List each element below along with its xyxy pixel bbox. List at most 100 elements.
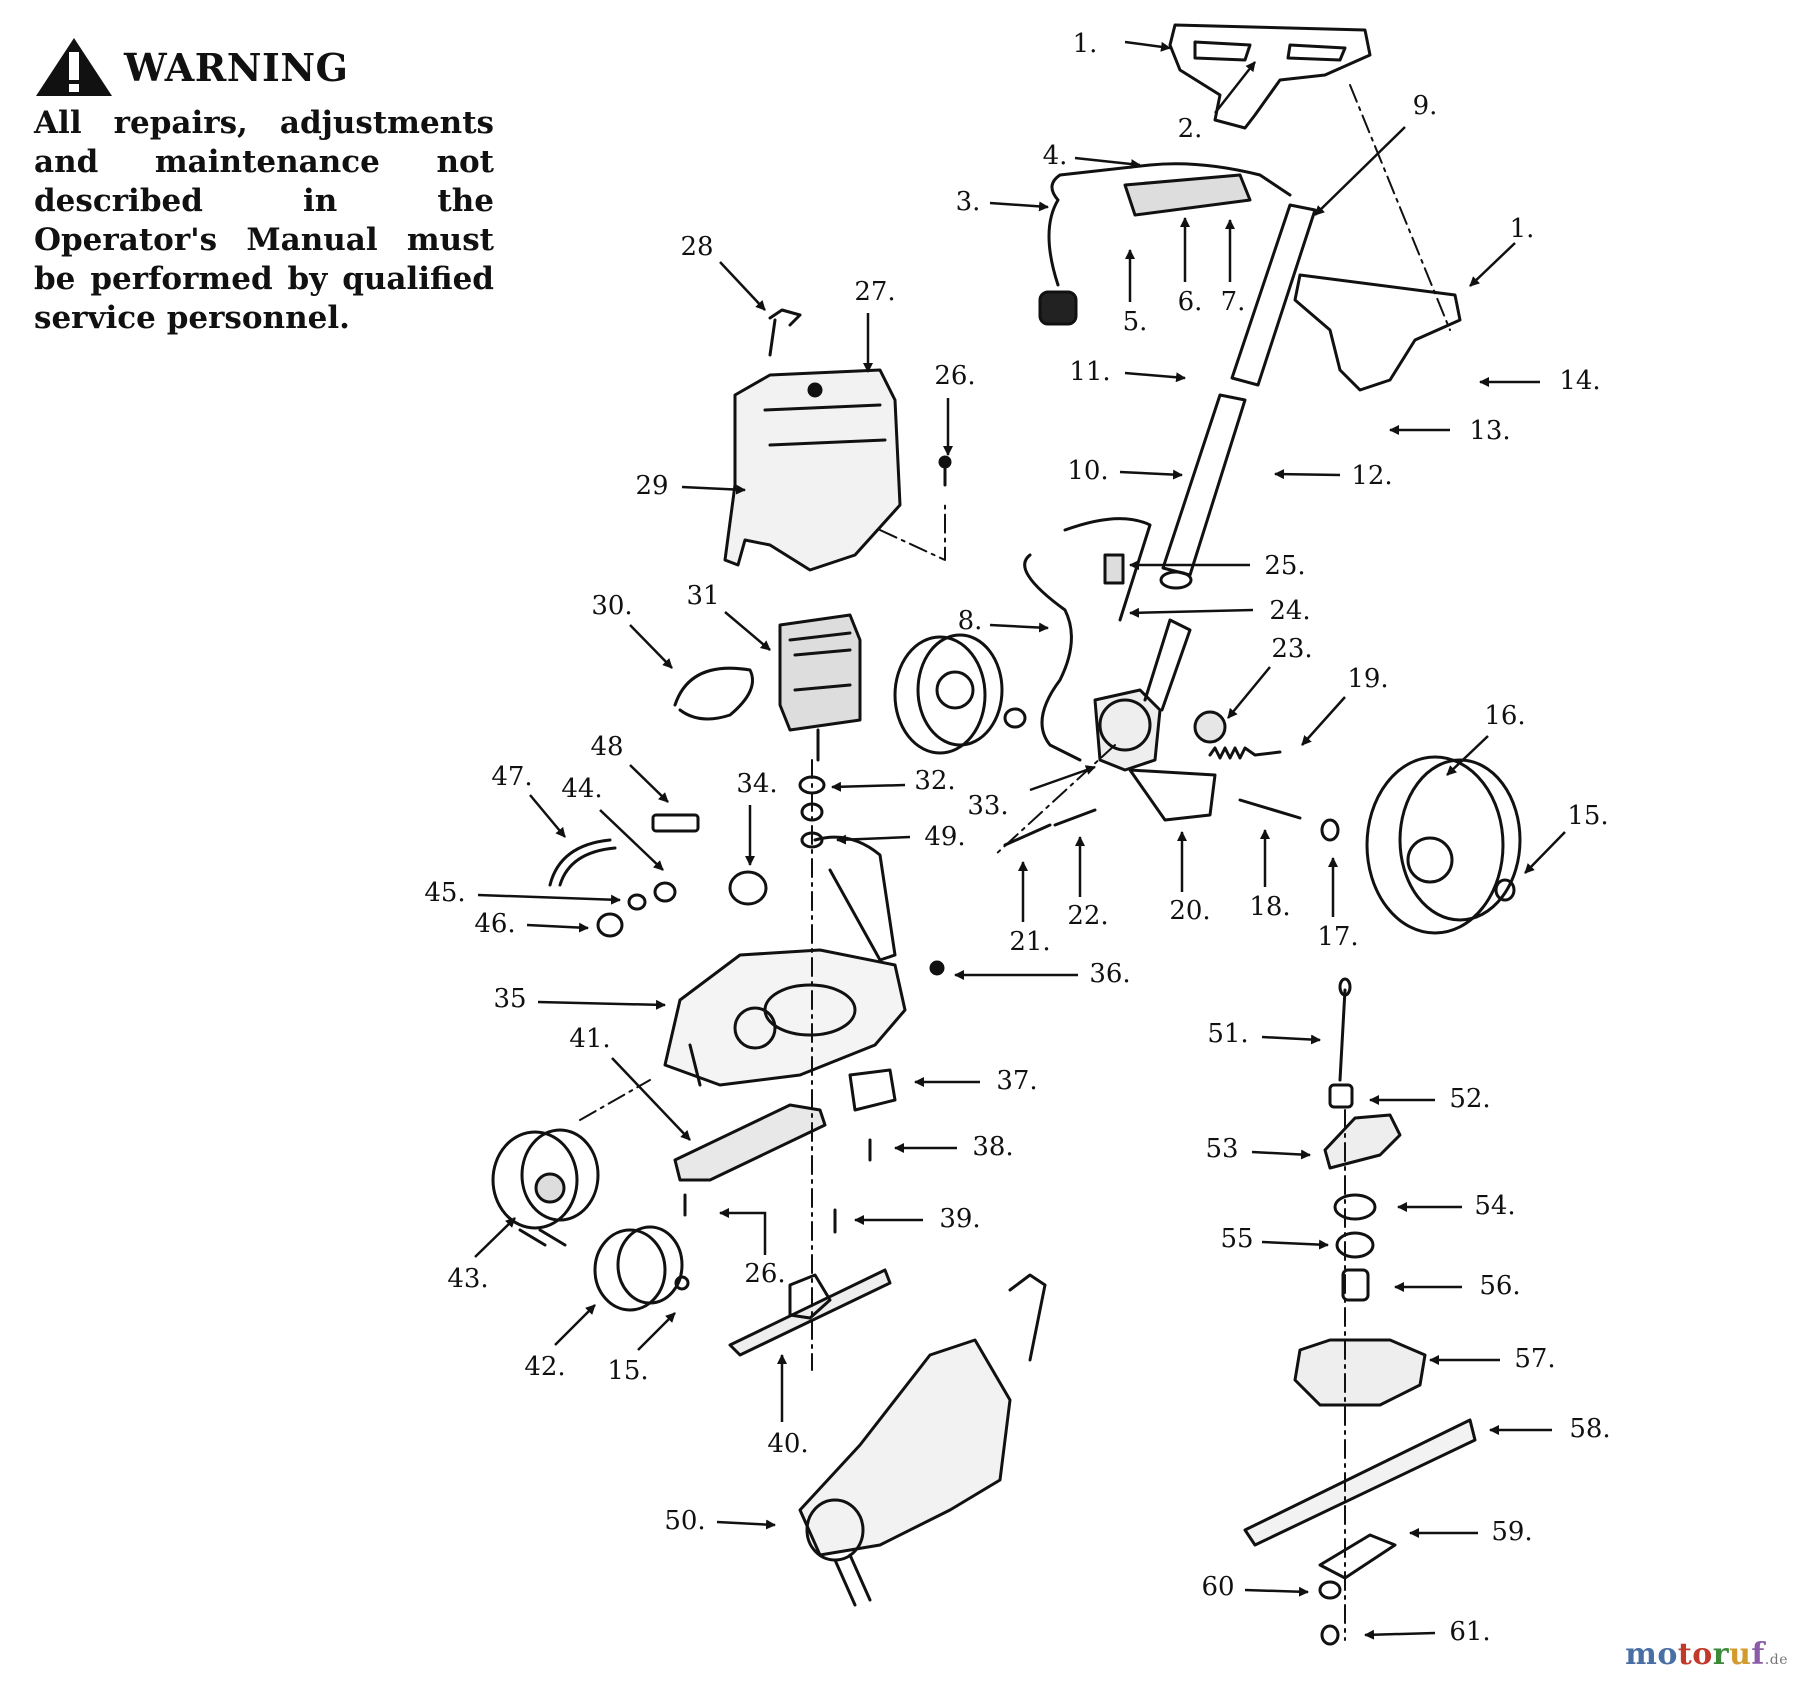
power-cord — [1047, 162, 1292, 287]
edger-frame — [663, 948, 907, 1087]
callout-arrow — [716, 1519, 776, 1530]
callout-label: 18. — [1249, 892, 1290, 922]
callout-arrow — [1129, 607, 1254, 618]
callout-label: 53 — [1205, 1134, 1238, 1164]
callout-label: 13. — [1469, 416, 1510, 446]
callout-arrow — [1301, 696, 1346, 746]
callout-label: 17. — [1317, 922, 1358, 952]
callout-label: 4. — [1043, 141, 1068, 171]
callout-label: 41. — [569, 1024, 610, 1054]
callout-label: 44. — [561, 774, 602, 804]
plug — [1038, 290, 1078, 326]
bolt-51 — [1338, 988, 1347, 1082]
callout-label: 47. — [491, 762, 532, 792]
lower-handle-tube — [1161, 393, 1247, 577]
callout-arrow — [1261, 1034, 1321, 1045]
callout-label: 20. — [1169, 896, 1210, 926]
callout-arrow — [719, 261, 766, 311]
callout-label: 1. — [1510, 214, 1535, 244]
wire-harness — [1023, 553, 1082, 762]
wheel-42 — [593, 1228, 667, 1312]
parts-drawing — [491, 23, 1522, 1646]
callout-label: 23. — [1271, 634, 1312, 664]
washer-55 — [1335, 1231, 1375, 1259]
callout-arrow — [681, 484, 746, 495]
handle-grip-right — [1293, 273, 1462, 392]
callout-arrow — [599, 809, 664, 871]
callout-arrow — [1446, 735, 1489, 776]
callout-arrow — [989, 201, 1049, 212]
callout-label: 16. — [1484, 701, 1525, 731]
callout-arrow — [611, 1057, 691, 1141]
guide-lines — [579, 84, 1451, 1641]
callout-arrow — [477, 893, 621, 905]
callout-arrow — [629, 624, 673, 669]
callout-arrows — [474, 40, 1566, 1640]
bushing-56 — [1341, 1268, 1370, 1302]
callout-label: 46. — [474, 909, 515, 939]
handle-grip-detail — [1193, 40, 1347, 62]
callout-label: 15. — [1567, 801, 1608, 831]
nut-44 — [653, 881, 677, 903]
callout-label: 58. — [1569, 1414, 1610, 1444]
callout-label: 51. — [1207, 1019, 1248, 1049]
sleeve-52 — [1328, 1083, 1354, 1109]
callout-label: 49. — [924, 822, 965, 852]
callout-label: 29 — [635, 471, 668, 501]
callout-label: 15. — [607, 1356, 648, 1386]
nut-46 — [596, 912, 624, 938]
washer-54 — [1333, 1193, 1377, 1221]
callout-label: 45. — [424, 878, 465, 908]
callout-label: 59. — [1491, 1517, 1532, 1547]
callout-arrow — [724, 611, 771, 651]
bolt-21 — [1003, 823, 1052, 847]
spring — [1208, 746, 1282, 760]
callout-label: 14. — [1559, 366, 1600, 396]
callout-arrow — [1074, 156, 1141, 170]
callout-label: 43. — [447, 1264, 488, 1294]
callout-label: 26. — [744, 1259, 785, 1289]
handle-grip-top — [1168, 23, 1372, 130]
watermark: motoruf.de — [1625, 1637, 1788, 1672]
watermark-part-5: f — [1751, 1637, 1765, 1672]
callout-label: 5. — [1123, 307, 1148, 337]
callout-arrow — [1251, 1149, 1311, 1160]
callout-arrow — [526, 922, 589, 933]
callout-label: 55 — [1220, 1224, 1253, 1254]
callout-label: 50. — [664, 1506, 705, 1536]
nut-36 — [929, 960, 945, 976]
callout-label: 28 — [680, 232, 713, 262]
watermark-part-3: r — [1712, 1637, 1730, 1672]
callout-arrow — [1124, 371, 1186, 383]
callout-label: 19. — [1347, 664, 1388, 694]
callout-arrow — [1314, 126, 1406, 216]
callout-arrow — [1261, 1239, 1329, 1250]
callout-arrow — [1524, 831, 1566, 874]
callout-label: 42. — [524, 1352, 565, 1382]
callout-label: 6. — [1178, 287, 1203, 317]
warning-triangle-icon — [36, 38, 112, 96]
callout-label: 56. — [1479, 1271, 1520, 1301]
callout-label: 12. — [1351, 461, 1392, 491]
callout-label: 32. — [914, 766, 955, 796]
edger-assembly — [798, 1338, 1012, 1557]
motor — [778, 613, 862, 732]
callout-arrow — [1244, 1586, 1309, 1597]
callout-arrow — [989, 622, 1049, 633]
callout-label: 52. — [1449, 1084, 1490, 1114]
callout-label: 2. — [1178, 114, 1203, 144]
callout-label: 48 — [590, 732, 623, 762]
callout-label: 22. — [1067, 901, 1108, 931]
callout-label: 7. — [1221, 287, 1246, 317]
callout-arrow — [719, 1208, 767, 1255]
callout-arrow — [1364, 1629, 1436, 1640]
warning-box: WARNING All repairs, adjustments and mai… — [34, 36, 494, 338]
callout-label: 30. — [591, 591, 632, 621]
bracket-37 — [848, 1068, 897, 1112]
warning-title: WARNING — [124, 44, 349, 90]
callout-arrow — [1469, 242, 1516, 287]
wheel-right — [1365, 755, 1505, 935]
wheel-left — [893, 635, 987, 755]
callout-arrow — [1029, 765, 1096, 792]
